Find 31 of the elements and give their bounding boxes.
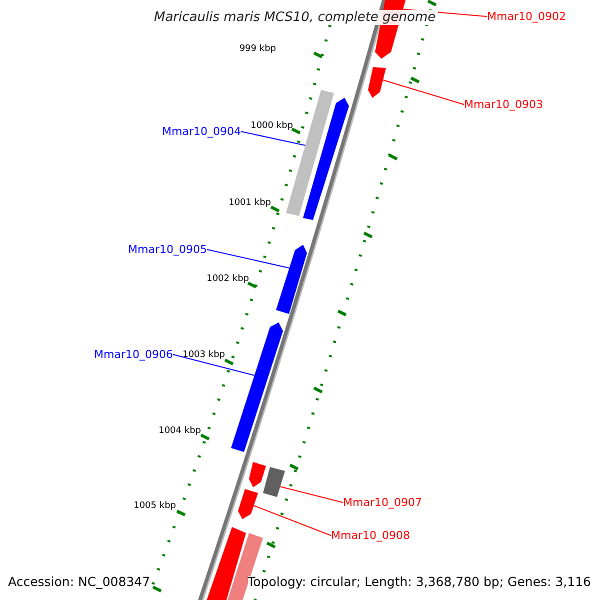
gene-bar xyxy=(263,467,285,497)
gene-feature xyxy=(231,322,283,452)
tick-label: 1003 kbp xyxy=(182,351,225,360)
leader-line xyxy=(382,80,464,105)
gene-label: Mmar10_0902 xyxy=(487,11,566,22)
gene-feature xyxy=(238,489,258,520)
tick-label: 999 kbp xyxy=(239,45,276,54)
leader-line xyxy=(206,249,290,268)
tick-label: 1005 kbp xyxy=(134,502,176,511)
leader-line xyxy=(280,486,344,503)
gene-label: Mmar10_0907 xyxy=(343,497,422,508)
gene-label: Mmar10_0905 xyxy=(128,244,207,255)
tick-label: 1001 kbp xyxy=(228,199,271,208)
gene-label: Mmar10_0903 xyxy=(464,99,543,110)
gene-label: Mmar10_0904 xyxy=(162,126,241,137)
gene-feature xyxy=(249,462,266,488)
gene-label: Mmar10_0908 xyxy=(331,530,410,541)
tick-label: 1002 kbp xyxy=(206,275,249,284)
topology-text: Topology: circular; Length: 3,368,780 bp; Genes: 3,116 xyxy=(248,576,591,588)
gene-feature xyxy=(303,98,349,220)
gene-feature xyxy=(368,67,386,98)
tick-label: 1004 kbp xyxy=(158,427,201,436)
tick-label: 1000 kbp xyxy=(250,122,293,131)
title: Maricaulis maris MCS10, complete genome xyxy=(152,10,438,25)
gene-bar xyxy=(205,527,246,600)
gene-feature xyxy=(276,244,307,314)
accession-text: Accession: NC_008347 xyxy=(8,576,150,588)
gene-label: Mmar10_0906 xyxy=(94,349,173,360)
leader-line xyxy=(240,131,306,146)
leader-line xyxy=(172,354,255,376)
leader-line xyxy=(253,505,332,536)
